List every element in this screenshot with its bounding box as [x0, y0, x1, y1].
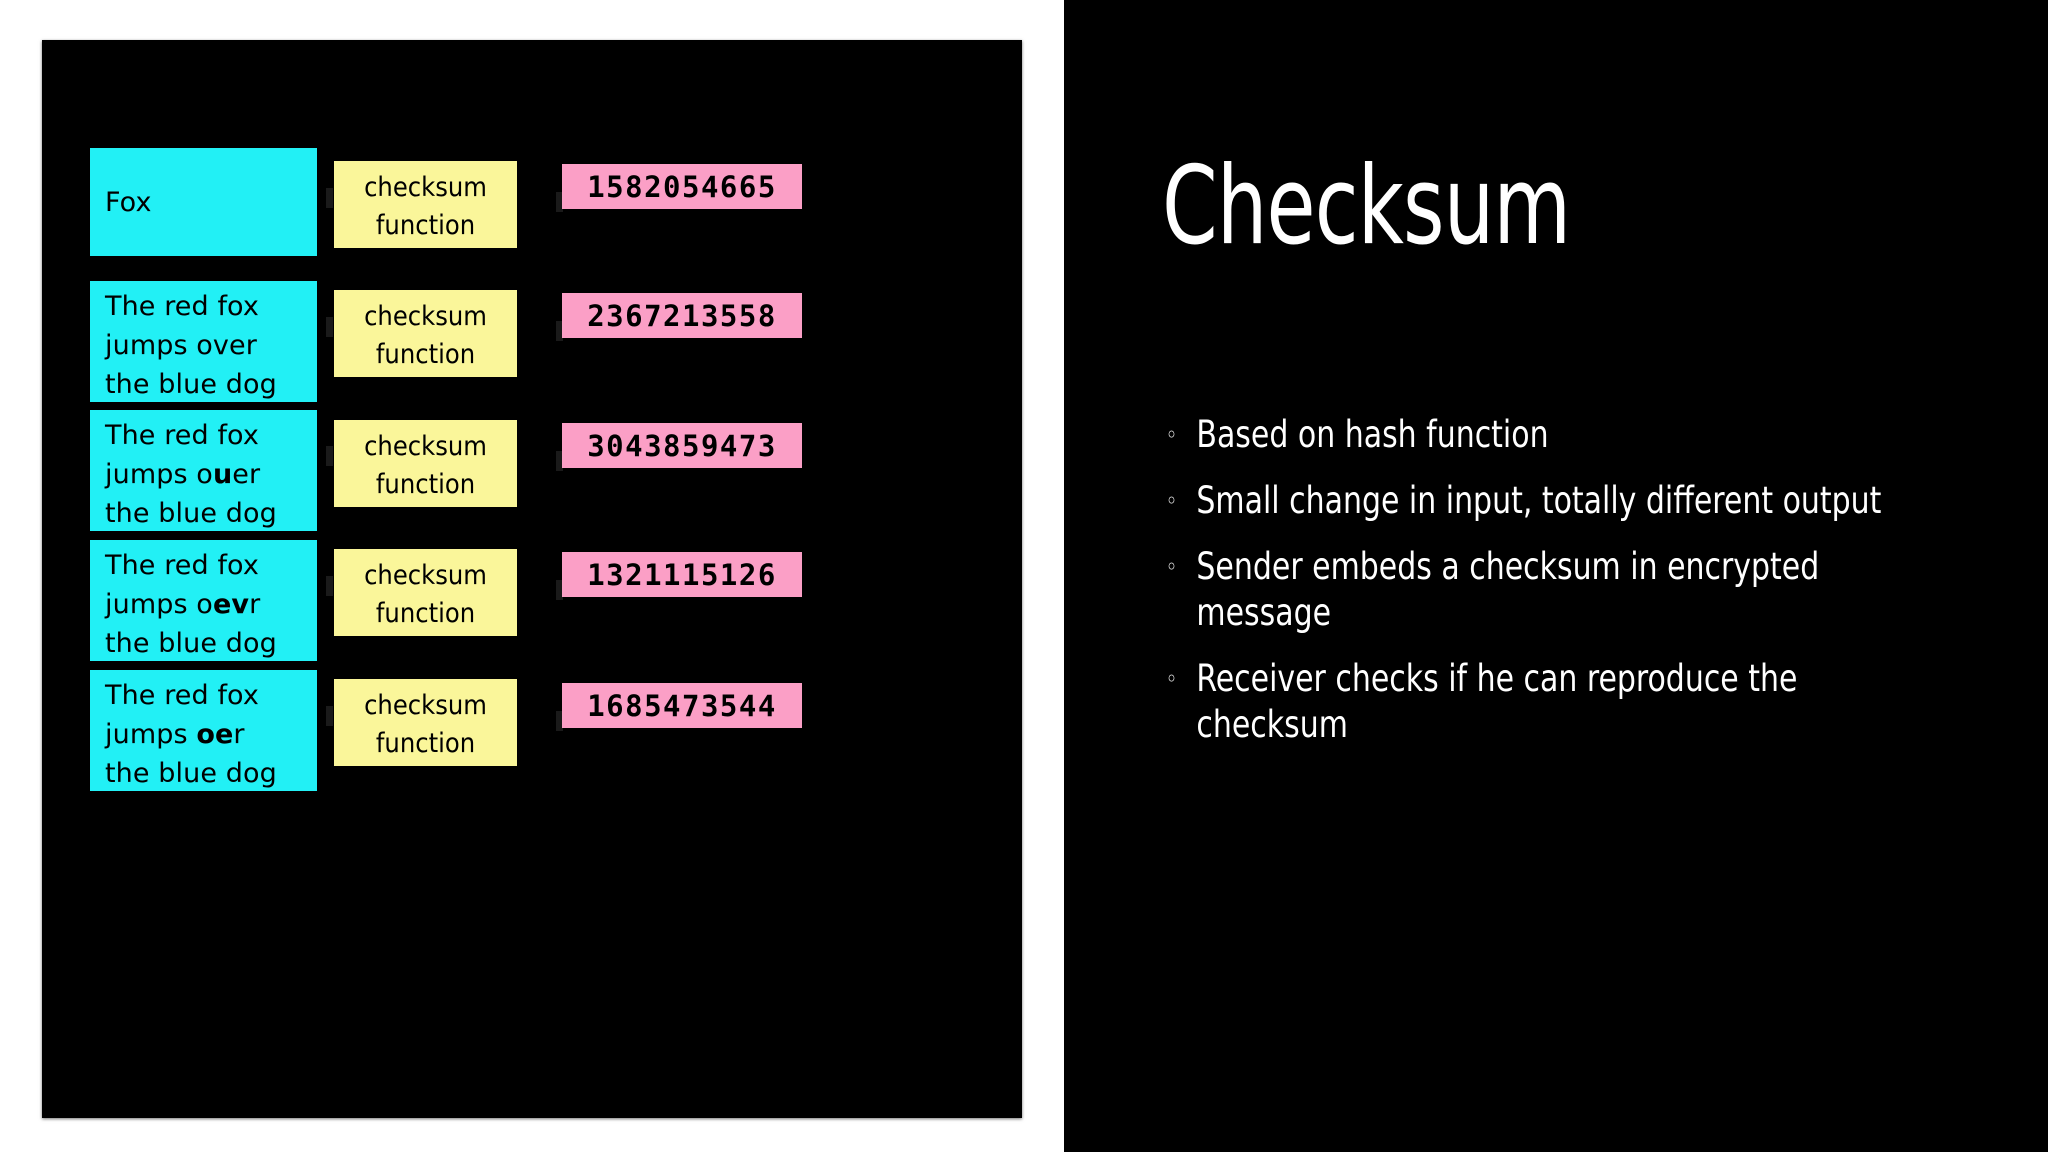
list-item: ◦ Small change in input, totally differe… — [1164, 478, 1920, 524]
checksum-diagram: Fox checksum function 1582054665 The red… — [42, 40, 1022, 1118]
input-line-3: the blue dog — [105, 628, 277, 659]
connector-stub — [556, 711, 563, 731]
function-line-2: function — [375, 469, 476, 500]
input-chip-row4: The red fox jumps oevr the blue dog — [90, 540, 317, 661]
input-text-row1: Fox — [105, 186, 152, 218]
hash-value-row3: 3043859473 — [587, 428, 777, 463]
hash-chip-row1: 1582054665 — [562, 164, 802, 209]
hollow-circle-bullet-icon: ◦ — [1165, 421, 1178, 449]
input-line-3: the blue dog — [105, 758, 277, 789]
hash-value-row4: 1321115126 — [587, 557, 777, 592]
input-line-3: the blue dog — [105, 369, 277, 400]
input-line-2-pre: jumps — [105, 719, 197, 750]
function-chip-row1: checksum function — [334, 161, 517, 248]
input-line-2-emphasis: ev — [212, 589, 250, 620]
hash-chip-row2: 2367213558 — [562, 293, 802, 338]
input-line-3: the blue dog — [105, 498, 277, 529]
connector-stub — [326, 576, 333, 596]
list-item: ◦ Receiver checks if he can reproduce th… — [1164, 656, 1920, 748]
input-line-2-emphasis: u — [212, 459, 233, 490]
function-chip-row3: checksum function — [334, 420, 517, 507]
input-chip-row1: Fox — [90, 148, 317, 256]
input-chip-row2: The red fox jumps over the blue dog — [90, 281, 317, 402]
hash-chip-row5: 1685473544 — [562, 683, 802, 728]
list-item-label: Based on hash function — [1196, 413, 1549, 456]
function-chip-row5: checksum function — [334, 679, 517, 766]
connector-stub — [326, 706, 333, 726]
hash-chip-row3: 3043859473 — [562, 423, 802, 468]
connector-stub — [556, 451, 563, 471]
function-line-1: checksum — [364, 172, 487, 203]
hash-value-row5: 1685473544 — [587, 688, 777, 723]
connector-stub — [556, 580, 563, 600]
input-line-2-pre: jumps o — [105, 459, 213, 490]
connector-stub — [326, 317, 333, 337]
function-line-1: checksum — [364, 560, 487, 591]
function-line-2: function — [375, 598, 476, 629]
function-line-2: function — [375, 339, 476, 370]
function-line-2: function — [375, 210, 476, 241]
input-line-2: jumps oevr — [105, 585, 305, 624]
input-line-1: The red fox — [105, 680, 259, 711]
input-line-1: The red fox — [105, 550, 259, 581]
input-line-2-post: r — [233, 719, 245, 750]
hash-chip-row4: 1321115126 — [562, 552, 802, 597]
input-line-1: The red fox — [105, 420, 259, 451]
function-line-1: checksum — [364, 690, 487, 721]
list-item: ◦ Sender embeds a checksum in encrypted … — [1164, 544, 1920, 636]
hash-value-row1: 1582054665 — [587, 169, 777, 204]
input-line-2: jumps ouer — [105, 455, 305, 494]
right-text-panel: Checksum ◦ Based on hash function ◦ Smal… — [1064, 0, 2048, 1152]
hollow-circle-bullet-icon: ◦ — [1165, 665, 1178, 693]
connector-stub — [556, 192, 563, 212]
list-item-label: Sender embeds a checksum in encrypted me… — [1196, 545, 1820, 634]
input-line-2-pre: jumps o — [105, 589, 213, 620]
list-item-label: Receiver checks if he can reproduce the … — [1196, 657, 1798, 746]
connector-stub — [326, 188, 333, 208]
input-chip-row5: The red fox jumps oer the blue dog — [90, 670, 317, 791]
input-line-2: jumps oer — [105, 715, 305, 754]
input-line-2-emphasis: oe — [196, 719, 234, 750]
connector-stub — [326, 446, 333, 466]
left-image-panel: Fox checksum function 1582054665 The red… — [0, 0, 1064, 1152]
function-chip-row2: checksum function — [334, 290, 517, 377]
function-line-2: function — [375, 728, 476, 759]
page-title: Checksum — [1162, 144, 1571, 269]
input-line-2: jumps over — [105, 330, 257, 361]
input-line-2-post: er — [232, 459, 261, 490]
list-item: ◦ Based on hash function — [1164, 412, 1920, 458]
function-line-1: checksum — [364, 301, 487, 332]
function-chip-row4: checksum function — [334, 549, 517, 636]
input-line-2-post: r — [249, 589, 261, 620]
input-line-1: The red fox — [105, 291, 259, 322]
hash-value-row2: 2367213558 — [587, 298, 777, 333]
function-line-1: checksum — [364, 431, 487, 462]
connector-stub — [556, 321, 563, 341]
input-chip-row3: The red fox jumps ouer the blue dog — [90, 410, 317, 531]
bullet-list: ◦ Based on hash function ◦ Small change … — [1164, 412, 2004, 768]
hollow-circle-bullet-icon: ◦ — [1165, 487, 1178, 515]
hollow-circle-bullet-icon: ◦ — [1165, 553, 1178, 581]
list-item-label: Small change in input, totally different… — [1196, 479, 1882, 522]
